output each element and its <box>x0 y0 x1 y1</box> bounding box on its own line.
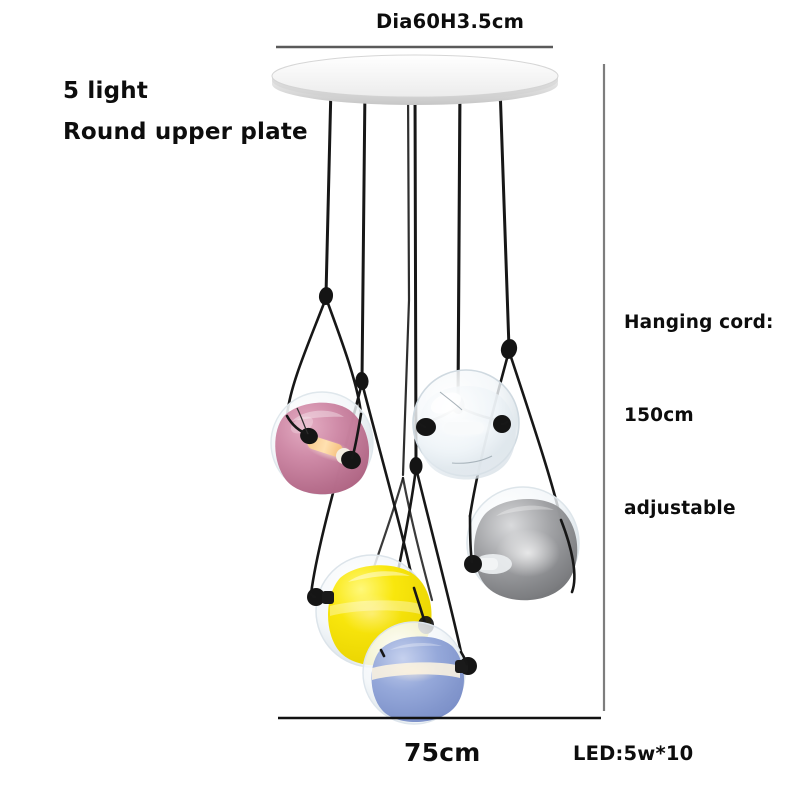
led-spec-label: LED:5w*10 <box>573 742 694 765</box>
round-upper-plate <box>271 54 559 105</box>
hanging-cord-line-2: 150cm <box>624 405 694 426</box>
hanging-cord-line-1: Hanging cord: <box>624 312 774 333</box>
hanging-cord-label: Hanging cord: 150cm adjustable <box>624 245 774 586</box>
pendant-clear <box>412 369 520 480</box>
pendant-smoke <box>464 486 580 601</box>
overall-width-label: 75cm <box>404 738 481 767</box>
plate-type-label: Round upper plate <box>63 119 308 145</box>
diameter-label: Dia60H3.5cm <box>376 10 525 33</box>
hanging-cord-line-3: adjustable <box>624 498 736 519</box>
light-count-label: 5 light <box>63 78 149 104</box>
pendant-pink <box>270 391 374 495</box>
pendant-blue <box>362 621 477 725</box>
dimension-lines <box>276 45 606 720</box>
